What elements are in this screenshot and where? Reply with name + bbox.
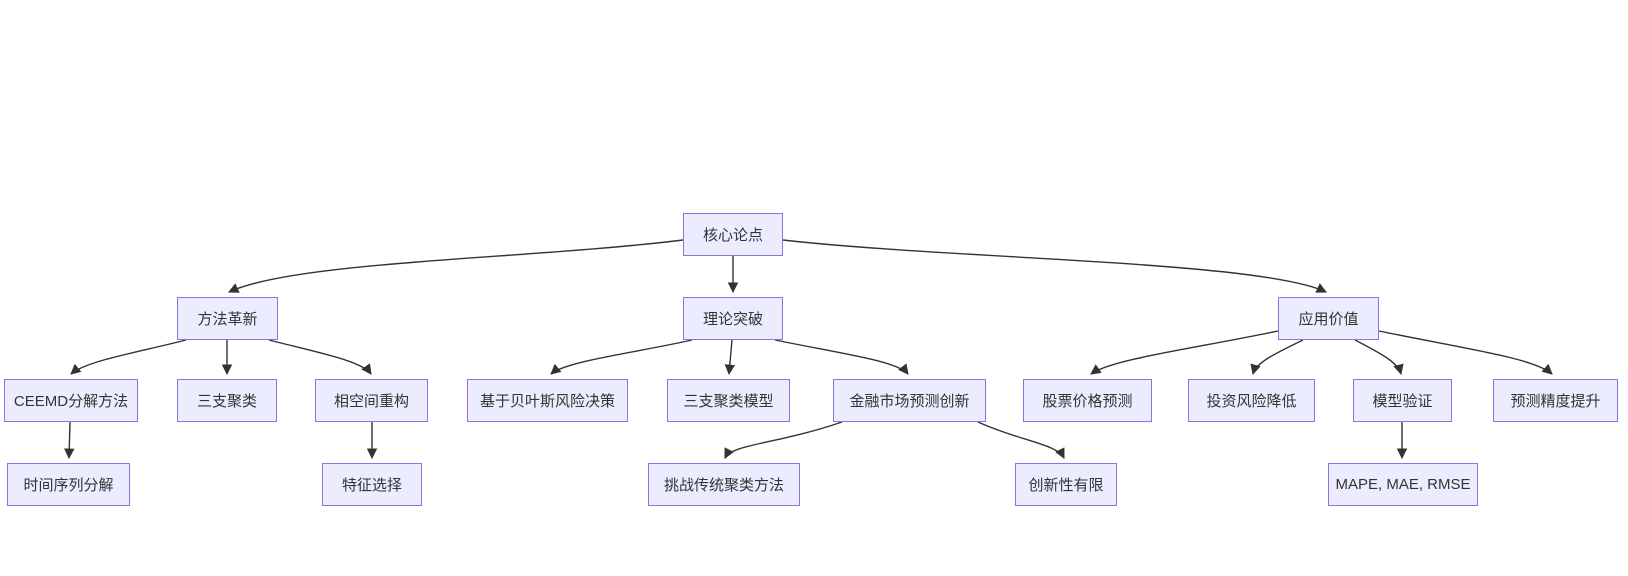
- node-bayesian-risk-decision: 基于贝叶斯风险决策: [467, 379, 628, 422]
- node-core-argument: 核心论点: [683, 213, 783, 256]
- edge-method-to-ceemd: [70, 339, 187, 375]
- edge-root-to-method: [228, 239, 684, 293]
- node-limited-novelty: 创新性有限: [1015, 463, 1117, 506]
- node-forecast-accuracy-improvement: 预测精度提升: [1493, 379, 1618, 422]
- node-time-series-decomposition: 时间序列分解: [7, 463, 130, 506]
- node-phase-space-reconstruction: 相空间重构: [315, 379, 428, 422]
- edge-finance-to-limited: [977, 421, 1065, 459]
- edge-ceemd-to-ts-decomp: [64, 421, 75, 460]
- edge-finance-to-challenge: [724, 421, 843, 459]
- node-challenge-traditional-clustering: 挑战传统聚类方法: [648, 463, 800, 506]
- edge-theory-to-bayes: [550, 339, 693, 375]
- node-investment-risk-reduction: 投资风险降低: [1188, 379, 1315, 422]
- node-application-value: 应用价值: [1278, 297, 1379, 340]
- node-stock-price-prediction: 股票价格预测: [1023, 379, 1152, 422]
- edge-application-to-accuracy: [1378, 330, 1553, 375]
- edge-application-to-validate: [1354, 339, 1404, 376]
- edge-application-to-invest: [1250, 339, 1304, 376]
- node-theory-breakthrough: 理论突破: [683, 297, 783, 340]
- edge-theory-to-finance: [774, 339, 909, 375]
- node-three-way-clustering-model: 三支聚类模型: [667, 379, 790, 422]
- edge-application-to-stock: [1090, 330, 1279, 375]
- edge-root-to-application: [782, 239, 1327, 293]
- node-feature-selection: 特征选择: [322, 463, 422, 506]
- node-evaluation-metrics: MAPE, MAE, RMSE: [1328, 463, 1478, 506]
- node-ceemd-decomposition: CEEMD分解方法: [4, 379, 138, 422]
- edge-method-to-phase: [268, 339, 372, 375]
- edge-theory-to-twc-model: [724, 339, 736, 376]
- node-three-way-clustering: 三支聚类: [177, 379, 277, 422]
- node-method-innovation: 方法革新: [177, 297, 278, 340]
- node-financial-market-forecast-innovation: 金融市场预测创新: [833, 379, 986, 422]
- node-model-validation: 模型验证: [1353, 379, 1452, 422]
